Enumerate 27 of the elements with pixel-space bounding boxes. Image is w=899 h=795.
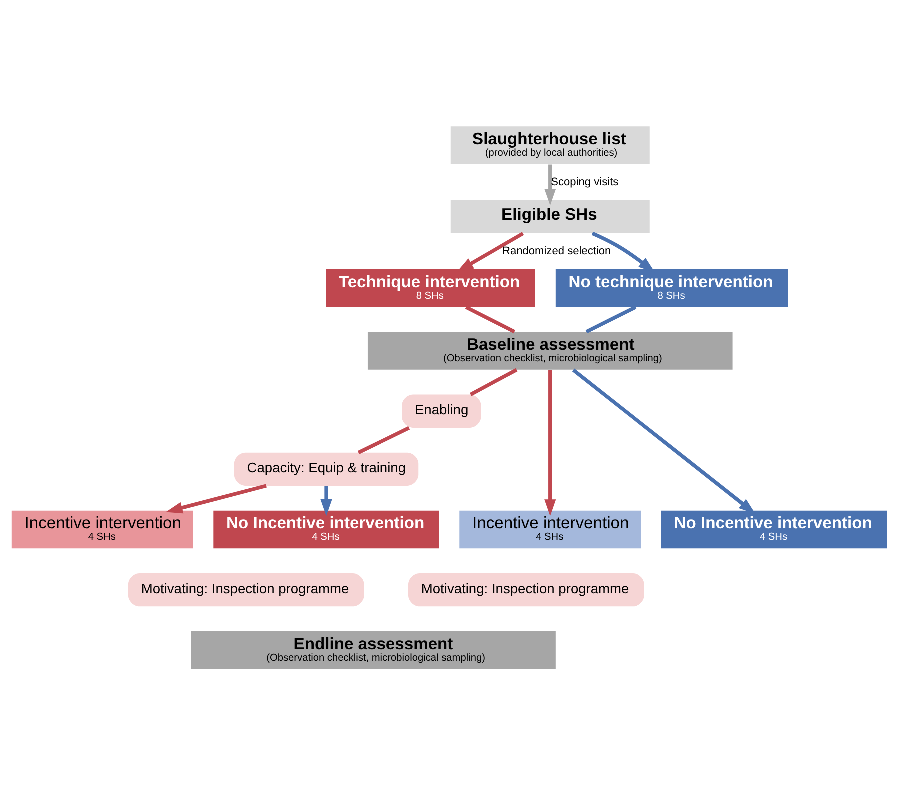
node-box: Baseline assessment (Observation checklist, microbiological sampling) (368, 332, 733, 370)
node-box: Endline assessment (Observation checklist, microbiological sampling) (191, 631, 556, 669)
node-box: Technique intervention 8 SHs (326, 268, 536, 307)
node-box: Slaughterhouse list (provided by local authorities) (450, 126, 650, 164)
connector (465, 305, 516, 334)
node-box: Incentive intervention 4 SHs (12, 510, 194, 548)
arrow (166, 484, 267, 514)
node-box: No technique intervention 8 SHs (556, 268, 788, 307)
arrow (544, 164, 556, 206)
node-box: Motivating: Inspection programme (408, 573, 644, 606)
node-box: No Incentive intervention 4 SHs (661, 510, 888, 548)
node-box: Motivating: Inspection programme (128, 573, 364, 606)
node-box: Enabling (402, 394, 482, 428)
arrow (320, 486, 332, 516)
connector (358, 426, 410, 454)
arrow (544, 370, 556, 516)
node-box: Incentive intervention 4 SHs (460, 510, 642, 548)
node-box: No Incentive intervention 4 SHs (214, 510, 440, 548)
edge-label: Scoping visits (551, 176, 619, 188)
arrow (572, 368, 756, 514)
node-box: Capacity: Equip & training (234, 452, 419, 486)
connector (586, 305, 637, 334)
arrow (457, 232, 524, 272)
node-box: Eligible SHs (450, 200, 650, 234)
arrow (592, 231, 656, 272)
connector (470, 368, 518, 396)
edge-label: Randomized selection (502, 244, 612, 257)
